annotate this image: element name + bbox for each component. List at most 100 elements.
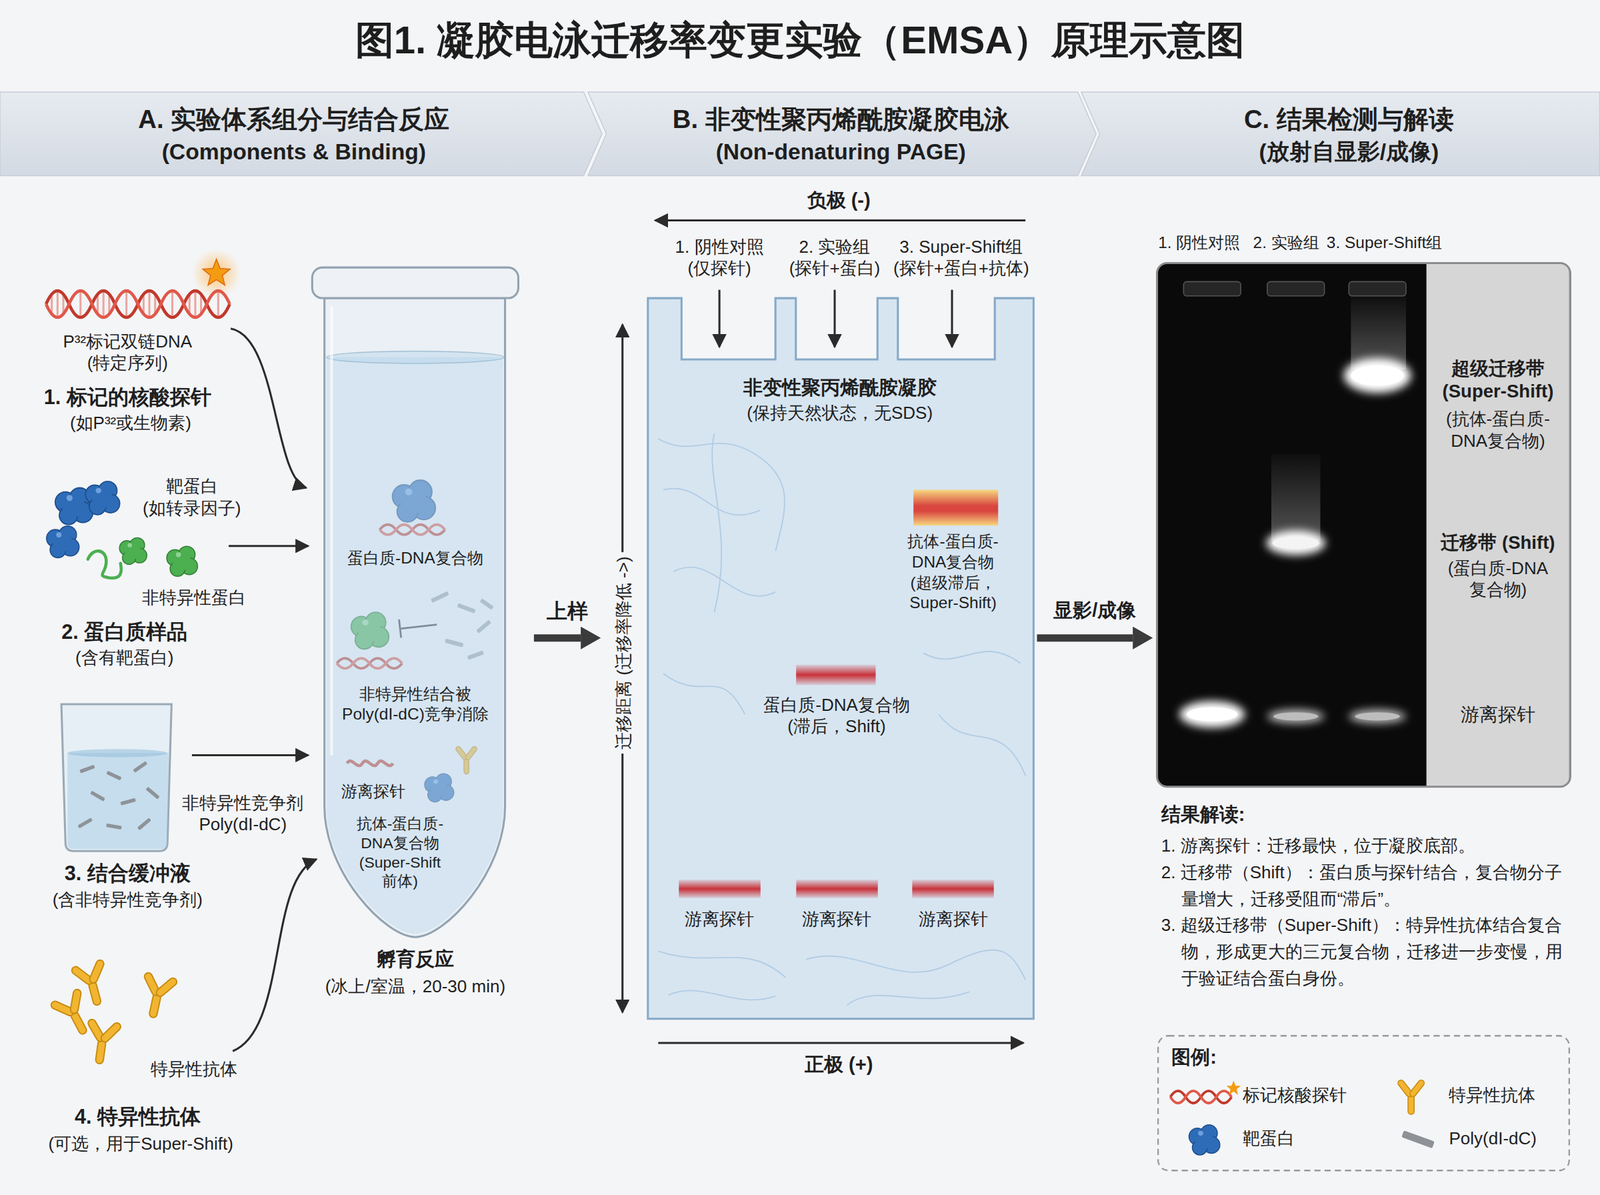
- text-line: 游离探针: [684, 908, 754, 930]
- text-slot: 2. 实验组: [1253, 232, 1320, 254]
- annotation-label: 结果解读:: [1161, 802, 1246, 826]
- annotation-label: 2. 蛋白质样品: [61, 618, 188, 644]
- text-slot: 2. 迁移带（Shift）：蛋白质与探针结合，复合物分子量增大，迁移受阻而“滞后…: [1161, 859, 1565, 913]
- text-line: (超级滞后，: [907, 572, 998, 594]
- annotation-label: P³²标记双链DNA (特定序列): [63, 330, 193, 374]
- free-probe-band-text: 游离探针: [918, 908, 988, 930]
- text-line: DNA复合物: [907, 552, 998, 573]
- probe-illustration: [46, 290, 230, 318]
- text-line: Poly(dI-dC): [1448, 1127, 1537, 1150]
- text-line: (如P³²或生物素): [70, 412, 192, 434]
- component-arrow: [230, 328, 306, 488]
- autoradiograph: [1183, 281, 1241, 296]
- text-slot: B. 非变性聚丙烯酰胺凝胶电泳: [672, 103, 1010, 136]
- text-line: Super-Shift): [907, 592, 998, 614]
- text-line: 2. 蛋白质样品: [61, 618, 188, 644]
- text-line: 迁移距离 (迁移率降低 ->): [612, 556, 635, 750]
- buffer-beaker: [67, 752, 169, 849]
- electrode-arrow: [655, 219, 1026, 222]
- autoradiograph: [1272, 536, 1320, 549]
- annotation-label: 非特异性竞争剂 Poly(dI-dC): [182, 792, 304, 836]
- text-line: 标记核酸探针: [1242, 1084, 1347, 1106]
- text-slot: 孵育反应: [376, 946, 454, 971]
- free-probe-band-shape: [796, 879, 878, 898]
- text-line: (蛋白质-DNA: [1448, 557, 1548, 580]
- component-arrow: [228, 544, 308, 547]
- text-line: DNA复合物: [356, 833, 444, 853]
- text-slot: A. 实验体系组分与结合反应: [138, 103, 450, 136]
- text-slot: 3. Super-Shift组 (探针+蛋白+抗体): [893, 236, 1030, 280]
- text-slot: 非特异性蛋白: [142, 586, 246, 609]
- protein-sample: [46, 526, 80, 558]
- flow-arrow: [1036, 634, 1133, 642]
- text-slot: 上样: [542, 598, 592, 624]
- text-slot: 3. 超级迁移带（Super-Shift）：特异性抗体结合复合物，形成更大的三元…: [1161, 912, 1565, 992]
- annotation-label: 1. 游离探针：迁移最快，位于凝胶底部。: [1161, 832, 1565, 860]
- section-header-text: B. 非变性聚丙烯酰胺凝胶电泳: [672, 103, 1010, 136]
- autoradiograph: [1344, 358, 1412, 393]
- electrode-arrow: [658, 1041, 1024, 1044]
- buffer-beaker: [120, 798, 136, 806]
- text-line: 靶蛋白: [1242, 1127, 1295, 1150]
- autoradiograph: [1348, 709, 1406, 724]
- text-line: 非特异性竞争剂: [182, 792, 304, 814]
- text-slot: (保持天然状态，无SDS): [746, 402, 933, 424]
- component-arrow: [192, 328, 317, 1051]
- supershift-band: 抗体-蛋白质- DNA复合物 (超级滞后， Super-Shift): [890, 423, 1017, 620]
- text-line: 抗体-蛋白质-: [356, 814, 444, 834]
- legend-swatch: [1401, 1130, 1435, 1148]
- text-line: (Super-Shift): [1442, 380, 1554, 403]
- section-header-text: (Non-denaturing PAGE): [716, 138, 966, 166]
- text-line: Poly(dI-dC)竞争消除: [342, 704, 489, 725]
- buffer-beaker: [67, 748, 168, 757]
- component-arrow: [232, 859, 316, 1052]
- annotation-label: 1. 标记的核酸探针: [44, 384, 212, 410]
- section-header-text: C. 结果检测与解读: [1244, 103, 1454, 136]
- loading-arrow: [718, 290, 721, 348]
- reaction-tube-shape: [312, 267, 518, 298]
- text-line: (探针+蛋白+抗体): [893, 257, 1030, 280]
- text-line: 正极 (+): [804, 1052, 873, 1076]
- free-probe-band-text: 游离探针: [802, 908, 872, 930]
- gel-image-shape: [1157, 263, 1571, 787]
- text-line: 游离探针: [1460, 703, 1536, 726]
- text-line: B. 非变性聚丙烯酰胺凝胶电泳: [672, 103, 1010, 136]
- annotation-label: (含有靶蛋白): [75, 646, 174, 669]
- section-header: A. 实验体系组分与结合反应(Components & Binding): [0, 92, 604, 176]
- text-line: C. 结果检测与解读: [1244, 103, 1454, 136]
- text-slot: 非变性聚丙烯酰胺凝胶: [743, 375, 937, 400]
- edge-label: 显影/成像: [1049, 598, 1140, 622]
- text-slot: 超级迁移带 (Super-Shift): [1442, 357, 1554, 404]
- text-line: Poly(dI-dC): [182, 813, 304, 836]
- text-slot: 特异性抗体: [1448, 1084, 1536, 1106]
- autoradiograph: [1350, 365, 1404, 386]
- text-line: 抗体-蛋白质-: [907, 531, 998, 552]
- text-slot: (Non-denaturing PAGE): [716, 138, 966, 166]
- text-slot: 负极 (-): [807, 188, 871, 212]
- text-slot: (如P³²或生物素): [70, 412, 192, 434]
- text-slot: 1. 阴性对照 (仅探针): [675, 236, 764, 280]
- text-line: 靶蛋白: [142, 475, 241, 498]
- autoradiograph: [1426, 263, 1570, 787]
- text-slot: 2. 实验组 (探针+蛋白): [789, 236, 881, 280]
- buffer-beaker: [61, 704, 172, 851]
- text-slot: 3. Super-Shift组: [1326, 232, 1443, 254]
- text-line: (Super-Shift: [356, 852, 444, 872]
- gel-image-text: 迁移带 (Shift): [1440, 531, 1555, 554]
- reaction-tube: 蛋白质-DNA复合物非特异性结合被 Poly(dI-dC)竞争消除游离探针抗体-…: [302, 263, 531, 1004]
- free-probe-band: 游离探针: [786, 873, 888, 937]
- section-header-text: (Components & Binding): [162, 138, 426, 166]
- antibody-illustration: [134, 970, 179, 1021]
- text-line: 图例:: [1171, 1044, 1217, 1069]
- buffer-beaker: [132, 760, 148, 773]
- autoradiograph: [1186, 707, 1238, 722]
- protein-sample: [119, 537, 147, 564]
- text-line: (保持天然状态，无SDS): [746, 402, 933, 424]
- text-line: 图1. 凝胶电泳迁移率变更实验（EMSA）原理示意图: [355, 16, 1246, 65]
- text-line: 超级迁移带: [1442, 357, 1554, 380]
- annotation-label: 3. Super-Shift组: [1326, 232, 1443, 254]
- text-slot: 1. 游离探针：迁移最快，位于凝胶底部。: [1161, 832, 1565, 860]
- annotation-label: 迁移距离 (迁移率降低 ->): [612, 552, 635, 754]
- text-slot: Poly(dI-dC): [1448, 1127, 1537, 1150]
